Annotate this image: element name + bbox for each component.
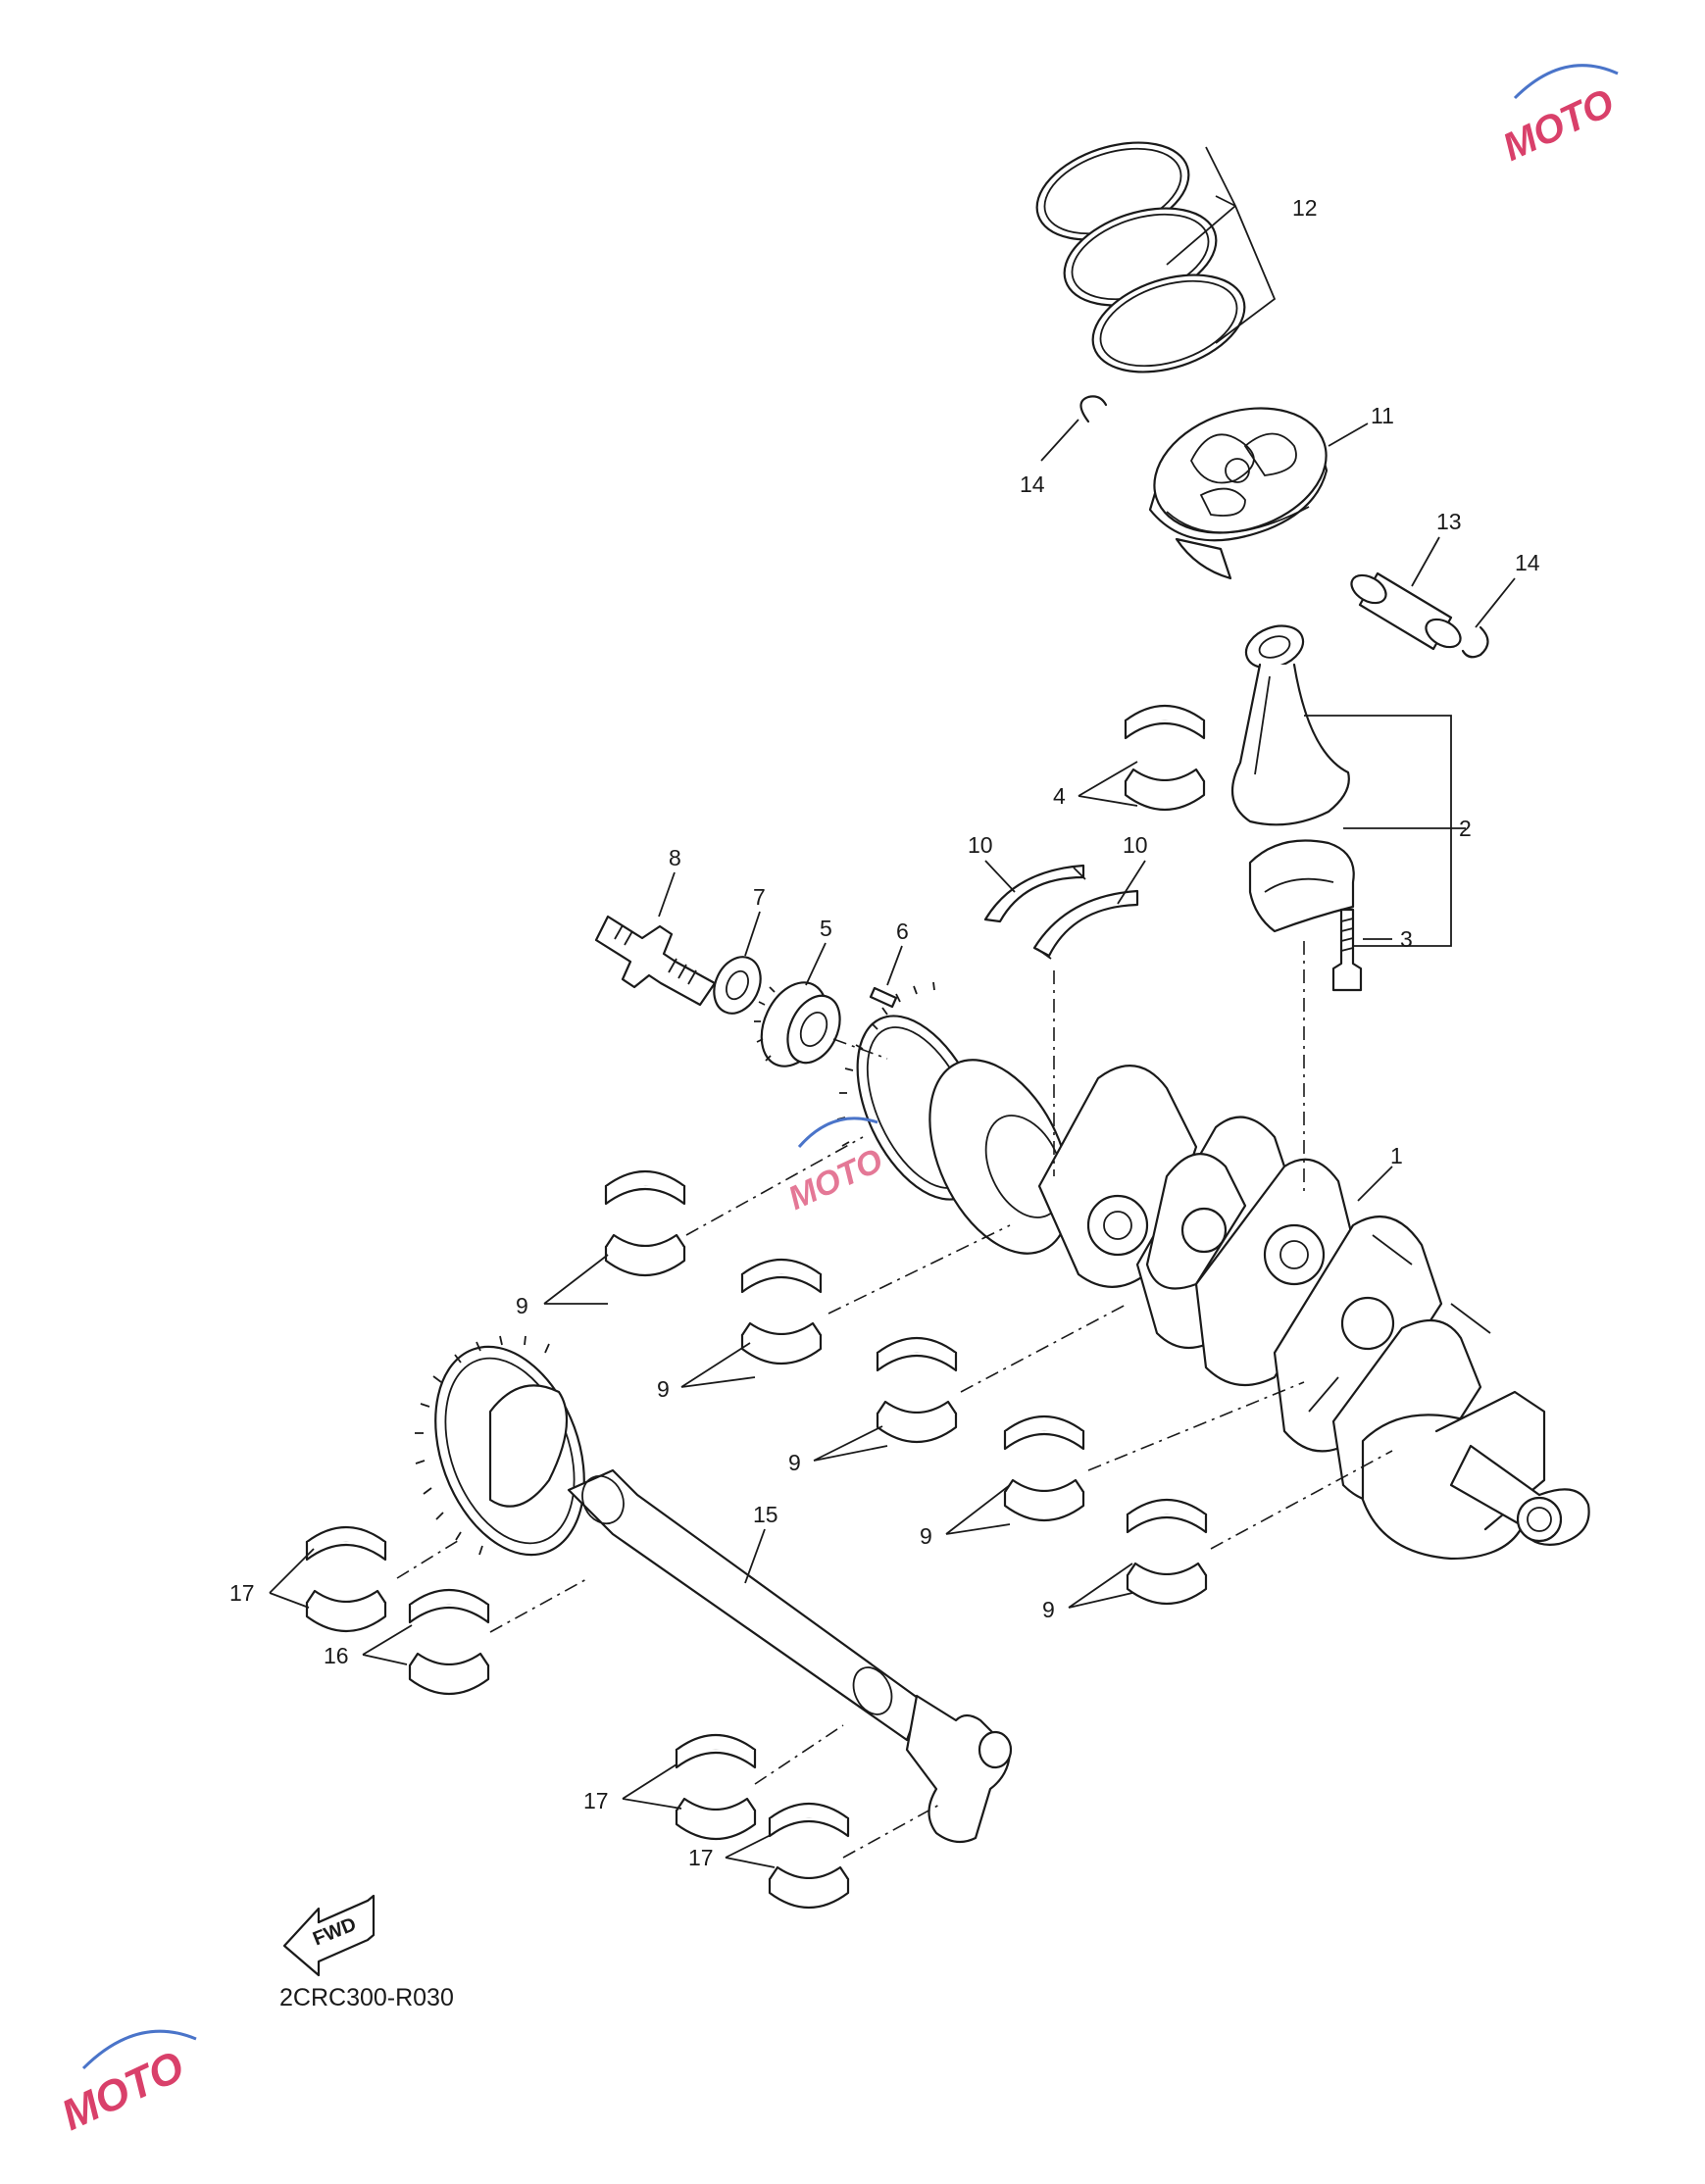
- callout-5: 5: [820, 916, 832, 941]
- crankshaft-main-bearing-1: [604, 1169, 686, 1277]
- crankshaft-main-bearing-4: [1003, 1415, 1085, 1522]
- connecting-rod-bearing: [1124, 704, 1206, 812]
- callout-9b: 9: [657, 1376, 670, 1402]
- callout-leader-lines: [269, 146, 1516, 1868]
- crankshaft-main-bearing-3: [876, 1336, 958, 1444]
- timing-gear: [754, 981, 841, 1067]
- washer: [713, 956, 762, 1015]
- callout-10b: 10: [1123, 832, 1148, 858]
- crankshaft-main-bearing-5: [1126, 1498, 1208, 1606]
- thrust-bearing-right: [1032, 889, 1139, 960]
- callout-13: 13: [1436, 509, 1462, 534]
- crankshaft-end-bolt: [594, 915, 717, 1007]
- callout-9c: 9: [788, 1450, 801, 1475]
- assembly-guide-lines: [396, 941, 1393, 1859]
- watermark-text-center: MOTO: [782, 1142, 888, 1217]
- callout-11: 11: [1371, 403, 1394, 428]
- watermark-logo-center: MOTO: [782, 1117, 888, 1217]
- piston-pin-circlip-right: [1461, 625, 1489, 659]
- piston: [1148, 407, 1329, 580]
- callout-7: 7: [753, 884, 766, 910]
- callout-9a: 9: [516, 1293, 528, 1318]
- forward-direction-arrow-icon: FWD: [282, 1894, 376, 1977]
- callout-4: 4: [1053, 783, 1066, 809]
- crankshaft-main-bearing-2: [740, 1258, 823, 1365]
- piston-ring-set: [1035, 141, 1246, 373]
- connecting-rod-bolt: [1331, 908, 1363, 992]
- balancer-shaft: [415, 1335, 1013, 1844]
- callout-17a: 17: [229, 1580, 255, 1606]
- callout-9e: 9: [1042, 1597, 1055, 1622]
- callout-3: 3: [1400, 926, 1413, 952]
- callout-1: 1: [1390, 1143, 1403, 1168]
- watermark-logo-top-right: MOTO: [1496, 64, 1621, 170]
- balancer-bearing-17b: [675, 1733, 757, 1841]
- callout-17b: 17: [583, 1788, 609, 1813]
- callout-2: 2: [1459, 816, 1472, 841]
- piston-pin: [1350, 571, 1462, 651]
- watermark-text-bottom-left: MOTO: [54, 2042, 191, 2140]
- callout-17c: 17: [688, 1845, 714, 1870]
- thrust-bearing-left: [983, 864, 1086, 923]
- callout-8: 8: [669, 845, 681, 870]
- callout-14a: 14: [1020, 472, 1045, 497]
- callout-12: 12: [1292, 195, 1318, 221]
- callout-14b: 14: [1515, 550, 1540, 575]
- connecting-rod: [1230, 624, 1355, 933]
- balancer-bearing-17a: [305, 1525, 387, 1633]
- callout-numbers: 1 2 3 4 5 6 7 8 9 9 9 9 9 10 10 11 12 13…: [229, 195, 1540, 1870]
- callout-6: 6: [896, 918, 909, 944]
- watermark-logo-bottom-left: MOTO: [54, 2029, 197, 2140]
- watermark-text-top-right: MOTO: [1496, 81, 1621, 170]
- balancer-bearing-17c: [768, 1802, 850, 1910]
- callout-16: 16: [324, 1643, 349, 1668]
- callout-10a: 10: [968, 832, 993, 858]
- crankshaft: [836, 981, 1590, 1561]
- diagram-code: 2CRC300-R030: [279, 1984, 454, 2011]
- callout-15: 15: [753, 1502, 778, 1527]
- piston-pin-circlip-left: [1079, 395, 1108, 423]
- balancer-bearing-16: [408, 1588, 490, 1696]
- woodruff-key: [869, 986, 898, 1009]
- callout-9d: 9: [920, 1523, 932, 1549]
